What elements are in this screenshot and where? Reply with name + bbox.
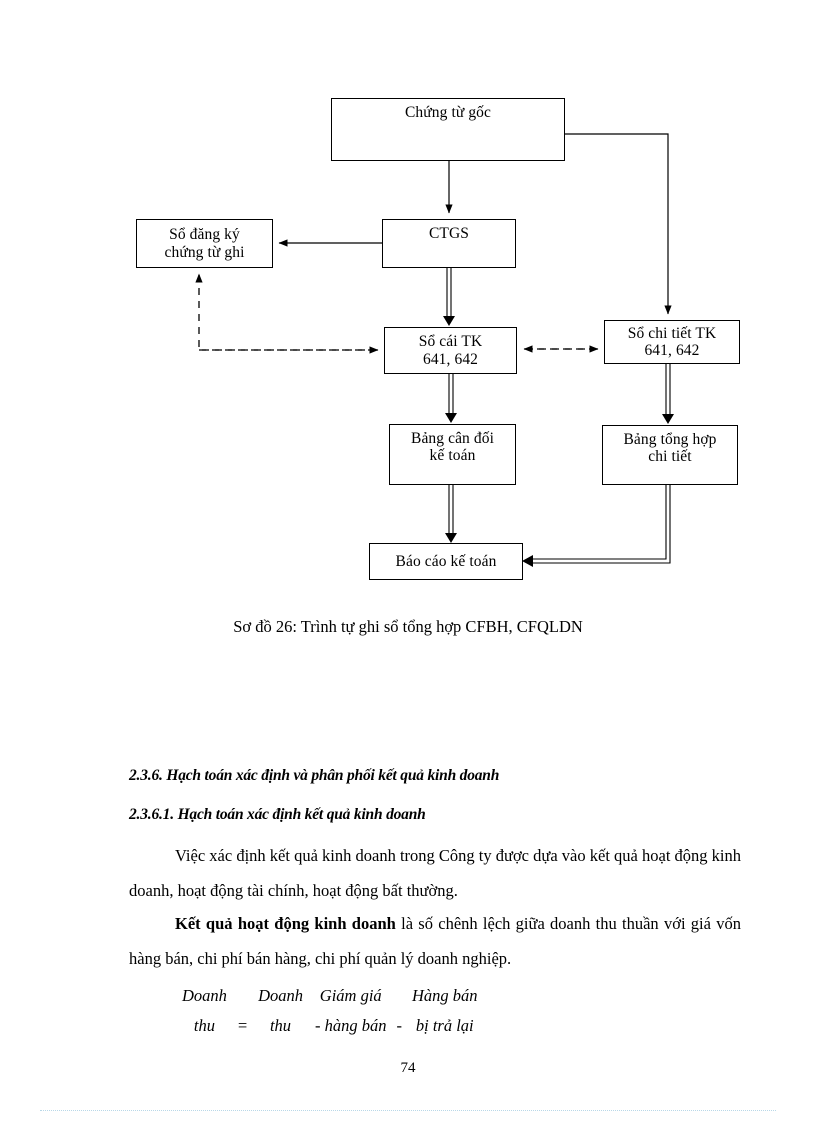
- node-so-cai-tk[interactable]: Sổ cái TK 641, 642: [384, 327, 517, 374]
- node-bang-tong-hop-chi-tiet[interactable]: Bảng tổng hợp chi tiết: [602, 425, 738, 485]
- paragraph-1-text: Việc xác định kết quả kinh doanh trong C…: [129, 846, 741, 900]
- paragraph-ket-qua-hoat-dong: Kết quả hoạt động kinh doanh là số chênh…: [129, 906, 741, 976]
- figure-caption: Sơ đồ 26: Trình tự ghi sổ tổng hợp CFBH,…: [233, 617, 583, 636]
- connector-bangtonghop-to-baocao-b: [531, 485, 671, 564]
- connector-chungtu-to-sochitiet: [565, 133, 672, 315]
- node-ctgs[interactable]: CTGS: [382, 219, 516, 268]
- formula-r1-giam-gia: Giám giá: [319, 986, 382, 1005]
- flowchart-diagram: Sổ đăng ký chứng từ ghi --> Chứ: [136, 98, 740, 580]
- formula-r2-hang-ban: - hàng bán: [314, 1016, 387, 1035]
- paragraph-xac-dinh-ket-qua: Việc xác định kết quả kinh doanh trong C…: [129, 838, 741, 908]
- formula-r1-hang-ban: Hàng bán: [411, 986, 478, 1005]
- formula-r1-doanh: Doanh: [182, 986, 227, 1005]
- formula-r1-doanh-2: Doanh: [258, 986, 303, 1005]
- node-chung-tu-goc-label: Chứng từ gốc: [404, 104, 492, 121]
- node-so-dang-ky-label: Sổ đăng ký chứng từ ghi: [164, 226, 245, 261]
- connector-bangtonghop-to-baocao-a: [531, 485, 667, 560]
- connector-bangcandoi-to-baocao-arrowhead: [445, 533, 457, 543]
- node-bao-cao-label: Báo cáo kế toán: [395, 552, 497, 570]
- formula-row-bottom: thu = thu - hàng bán - bị trả lại: [176, 1011, 484, 1041]
- formula-r1-blank-2: [392, 981, 406, 1011]
- node-bao-cao-ke-toan[interactable]: Báo cáo kế toán: [369, 543, 523, 580]
- heading-2-3-6-1: 2.3.6.1. Hạch toán xác định kết quả kinh…: [129, 806, 426, 823]
- node-so-cai-tk-label: Sổ cái TK 641, 642: [418, 333, 483, 368]
- connector-sochitiet-to-bangtonghop-arrowhead: [662, 414, 674, 424]
- node-ctgs-label: CTGS: [428, 225, 470, 242]
- connector-dashed-socai-to-sodangky: [195, 273, 378, 351]
- formula-minus-sign: -: [396, 1016, 402, 1035]
- node-so-chi-tiet-tk[interactable]: Sổ chi tiết TK 641, 642: [604, 320, 740, 364]
- formula-equals-sign: =: [236, 1016, 249, 1035]
- formula-row-top: Doanh Doanh Giám giá Hàng bán: [176, 981, 484, 1011]
- node-so-chi-tiet-tk-label: Sổ chi tiết TK 641, 642: [627, 324, 717, 359]
- node-so-dang-ky-chung-tu-ghi[interactable]: Sổ đăng ký chứng từ ghi: [136, 219, 273, 268]
- connector-socai-to-bangcandoi-arrowhead: [445, 413, 457, 423]
- footer-divider: [40, 1110, 776, 1111]
- formula-r2-thu-2: thu: [269, 1016, 292, 1035]
- formula-r1-blank: [233, 981, 252, 1011]
- heading-2-3-6: 2.3.6. Hạch toán xác định và phân phối k…: [129, 767, 500, 784]
- flowchart-connectors: Sổ đăng ký chứng từ ghi -->: [195, 133, 674, 567]
- connector-bangtonghop-to-baocao-arrowhead: [522, 555, 533, 567]
- formula-r2-thu: thu: [193, 1016, 215, 1035]
- connector-ctgs-to-socai-arrowhead: [443, 316, 455, 326]
- node-chung-tu-goc[interactable]: Chứng từ gốc: [331, 98, 565, 161]
- page-number: 74: [400, 1060, 416, 1076]
- node-bang-can-doi-ke-toan[interactable]: Bảng cân đối kế toán: [389, 424, 516, 485]
- paragraph-2-text: là số chênh lệch giữa doanh thu thuần vớ…: [129, 914, 741, 968]
- node-bang-can-doi-label: Bảng cân đối kế toán: [411, 430, 494, 465]
- node-bang-tong-hop-label: Bảng tổng hợp chi tiết: [623, 431, 717, 466]
- formula-r2-bi-tra-lai: bị trả lại: [415, 1016, 474, 1035]
- formula-block: Doanh Doanh Giám giá Hàng bán thu = thu …: [176, 981, 484, 1041]
- paragraph-2-bold-lead: Kết quả hoạt động kinh doanh: [175, 914, 396, 933]
